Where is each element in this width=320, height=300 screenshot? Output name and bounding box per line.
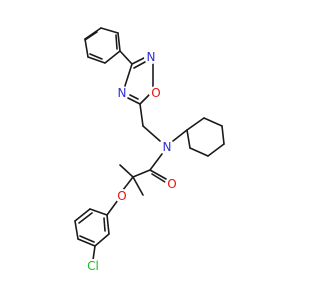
bond bbox=[172, 129, 188, 142]
bond bbox=[131, 56, 147, 65]
bond bbox=[129, 94, 139, 100]
bond bbox=[79, 235, 95, 243]
bond bbox=[89, 208, 108, 216]
bond bbox=[122, 176, 134, 191]
bond bbox=[132, 169, 151, 178]
bond bbox=[87, 56, 106, 64]
bond bbox=[139, 92, 152, 105]
bond bbox=[115, 34, 118, 50]
bond bbox=[151, 173, 166, 183]
bond bbox=[84, 38, 89, 58]
atom-label: N bbox=[163, 140, 172, 154]
bond bbox=[92, 245, 96, 261]
bond bbox=[78, 212, 93, 224]
bond bbox=[133, 61, 146, 69]
bond bbox=[132, 176, 144, 196]
atom-nitrogen-ring-top: N bbox=[144, 50, 158, 64]
bond bbox=[106, 214, 110, 235]
atom-label: N bbox=[118, 86, 127, 100]
bond bbox=[103, 217, 106, 232]
bond bbox=[74, 208, 91, 222]
bond bbox=[186, 117, 205, 131]
atom-label: Cl bbox=[87, 259, 99, 273]
atom-nitrogen-ring-bottom: N bbox=[115, 86, 129, 100]
bond bbox=[74, 220, 79, 240]
bond bbox=[84, 31, 98, 41]
atom-oxygen-ring: O bbox=[149, 86, 163, 100]
atom-oxygen-carbonyl: O bbox=[165, 177, 179, 191]
atom-chlorine: Cl bbox=[83, 259, 105, 274]
atom-layer: N O N N O O Cl bbox=[83, 50, 179, 274]
bond bbox=[84, 27, 102, 40]
atom-label: O bbox=[167, 177, 176, 191]
bond bbox=[203, 117, 223, 127]
bond bbox=[139, 103, 144, 127]
bond bbox=[142, 125, 161, 142]
bond bbox=[189, 147, 209, 157]
bond bbox=[106, 199, 119, 216]
bond bbox=[127, 97, 141, 105]
bond-layer bbox=[74, 27, 225, 261]
atom-label: O bbox=[151, 86, 160, 100]
bond bbox=[104, 50, 121, 64]
bond bbox=[119, 50, 133, 65]
atom-oxygen-ether: O bbox=[115, 189, 129, 203]
bond bbox=[149, 169, 167, 180]
atom-label: N bbox=[147, 50, 156, 64]
bond bbox=[123, 63, 133, 90]
bond bbox=[119, 164, 134, 178]
atom-label: O bbox=[117, 189, 126, 203]
bond bbox=[77, 238, 96, 247]
bond bbox=[149, 153, 163, 171]
atom-nitrogen-amide: N bbox=[160, 140, 174, 154]
bond bbox=[207, 143, 225, 157]
chemical-structure-diagram: N O N N O O Cl bbox=[74, 27, 225, 274]
bond bbox=[89, 53, 103, 60]
bond bbox=[186, 129, 191, 149]
bond bbox=[100, 27, 119, 34]
bond bbox=[94, 233, 110, 247]
bond bbox=[117, 32, 121, 52]
bond bbox=[221, 125, 225, 145]
